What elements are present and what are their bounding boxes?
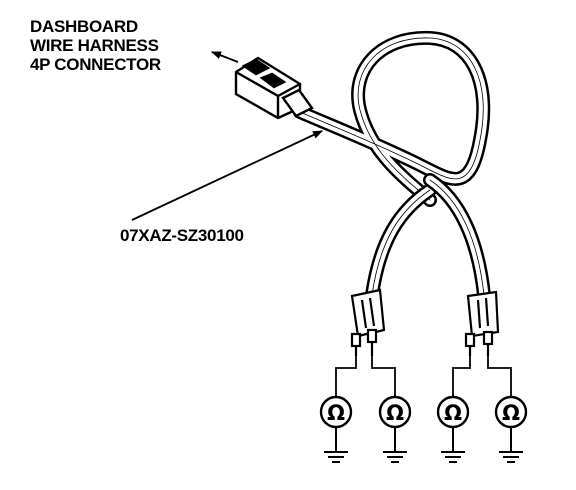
connector-label: DASHBOARD WIRE HARNESS 4P CONNECTOR: [30, 17, 161, 74]
four-pin-connector: [234, 56, 314, 120]
connector-arrow: [211, 51, 239, 63]
part-leader-line: [131, 130, 323, 221]
meter-ohm-symbol-2: Ω: [386, 401, 404, 425]
meter-wires: [335, 356, 512, 398]
harness-cable: [293, 30, 491, 302]
connector-label-line-3: 4P CONNECTOR: [30, 55, 161, 74]
meter-ohm-symbol-4: Ω: [502, 401, 520, 425]
meter-ohm-symbol-1: Ω: [327, 401, 345, 425]
connector-label-line-2: WIRE HARNESS: [30, 36, 159, 55]
right-probe-plug: [464, 290, 500, 356]
meter-circles: [319, 395, 528, 429]
ground-symbols: [324, 427, 523, 463]
part-number-label: 07XAZ-SZ30100: [120, 226, 244, 245]
connector-label-line-1: DASHBOARD: [30, 17, 138, 36]
meter-ohm-symbol-3: Ω: [444, 401, 462, 425]
left-probe-plug: [350, 288, 386, 356]
